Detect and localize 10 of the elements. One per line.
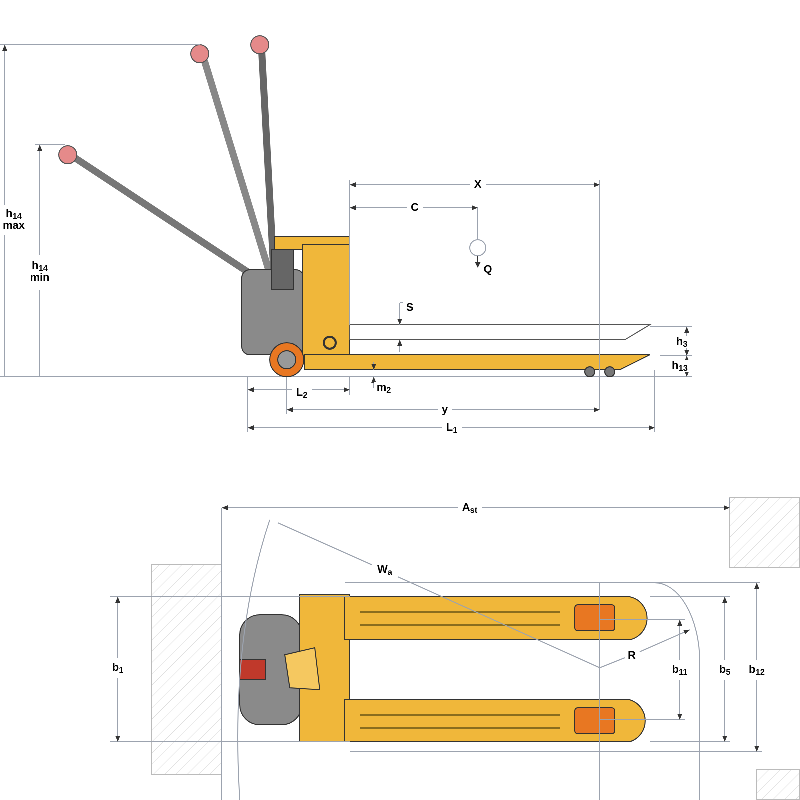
dimension-label: C xyxy=(408,202,422,214)
dimension-label: m$_{2}$ xyxy=(374,382,394,394)
dimension-label: R xyxy=(625,650,639,662)
dimension-label: h$_{3}$ xyxy=(674,336,690,348)
dimension-label: b$_{5}$ xyxy=(717,664,733,676)
dimension-label: b$_{11}$ xyxy=(670,664,690,676)
dimension-label: b$_{1}$ xyxy=(110,662,126,674)
dimension-label: Q xyxy=(481,264,495,276)
dimension-label: b$_{12}$ xyxy=(747,664,767,676)
dimension-label: h$_{13}$ xyxy=(670,360,690,372)
